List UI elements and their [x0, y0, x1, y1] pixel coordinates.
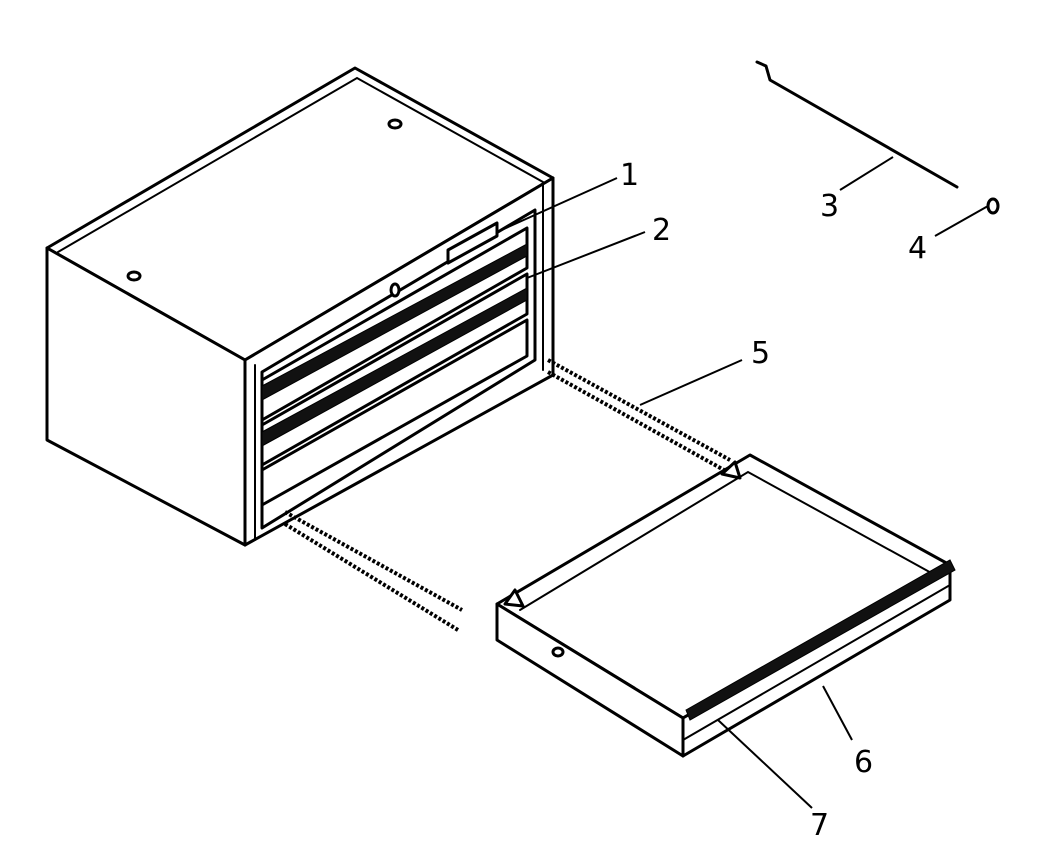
- top-hole-front: [126, 270, 142, 282]
- cabinet-top-rim: [57, 76, 544, 253]
- top-hole-rear: [387, 118, 403, 130]
- callout-3: 3: [820, 189, 839, 224]
- lock-rod: [755, 60, 959, 189]
- callout-2: 2: [652, 213, 671, 248]
- callout-5: 5: [751, 336, 770, 371]
- callout-6: 6: [854, 745, 873, 780]
- callout-7: 7: [810, 808, 829, 843]
- slide-right-lower: [547, 370, 725, 472]
- drawer-inner-rim: [519, 470, 936, 611]
- drawer-pull: [685, 559, 956, 721]
- lock-rod-shape: [755, 60, 959, 189]
- chest-cabinet: [45, 66, 555, 547]
- callout-1: 1: [620, 158, 639, 193]
- lock-keyhole: [389, 282, 401, 298]
- leader-lines: [496, 156, 989, 809]
- slide-left-upper: [284, 510, 463, 612]
- lock-nut: [986, 197, 1000, 215]
- loose-drawer: [495, 453, 956, 758]
- callout-4: 4: [908, 231, 927, 266]
- name-plate: [446, 221, 499, 265]
- slide-right-upper: [547, 358, 731, 462]
- nut-shape: [986, 197, 1000, 215]
- drawer-slides: [283, 358, 731, 632]
- callout-labels: 1 2 3 4 5 6 7: [620, 158, 927, 843]
- slide-left-lower: [283, 522, 460, 632]
- drawer-2-handle: [261, 287, 528, 447]
- drawer-1-handle: [261, 243, 528, 401]
- drawer-lock: [551, 646, 565, 658]
